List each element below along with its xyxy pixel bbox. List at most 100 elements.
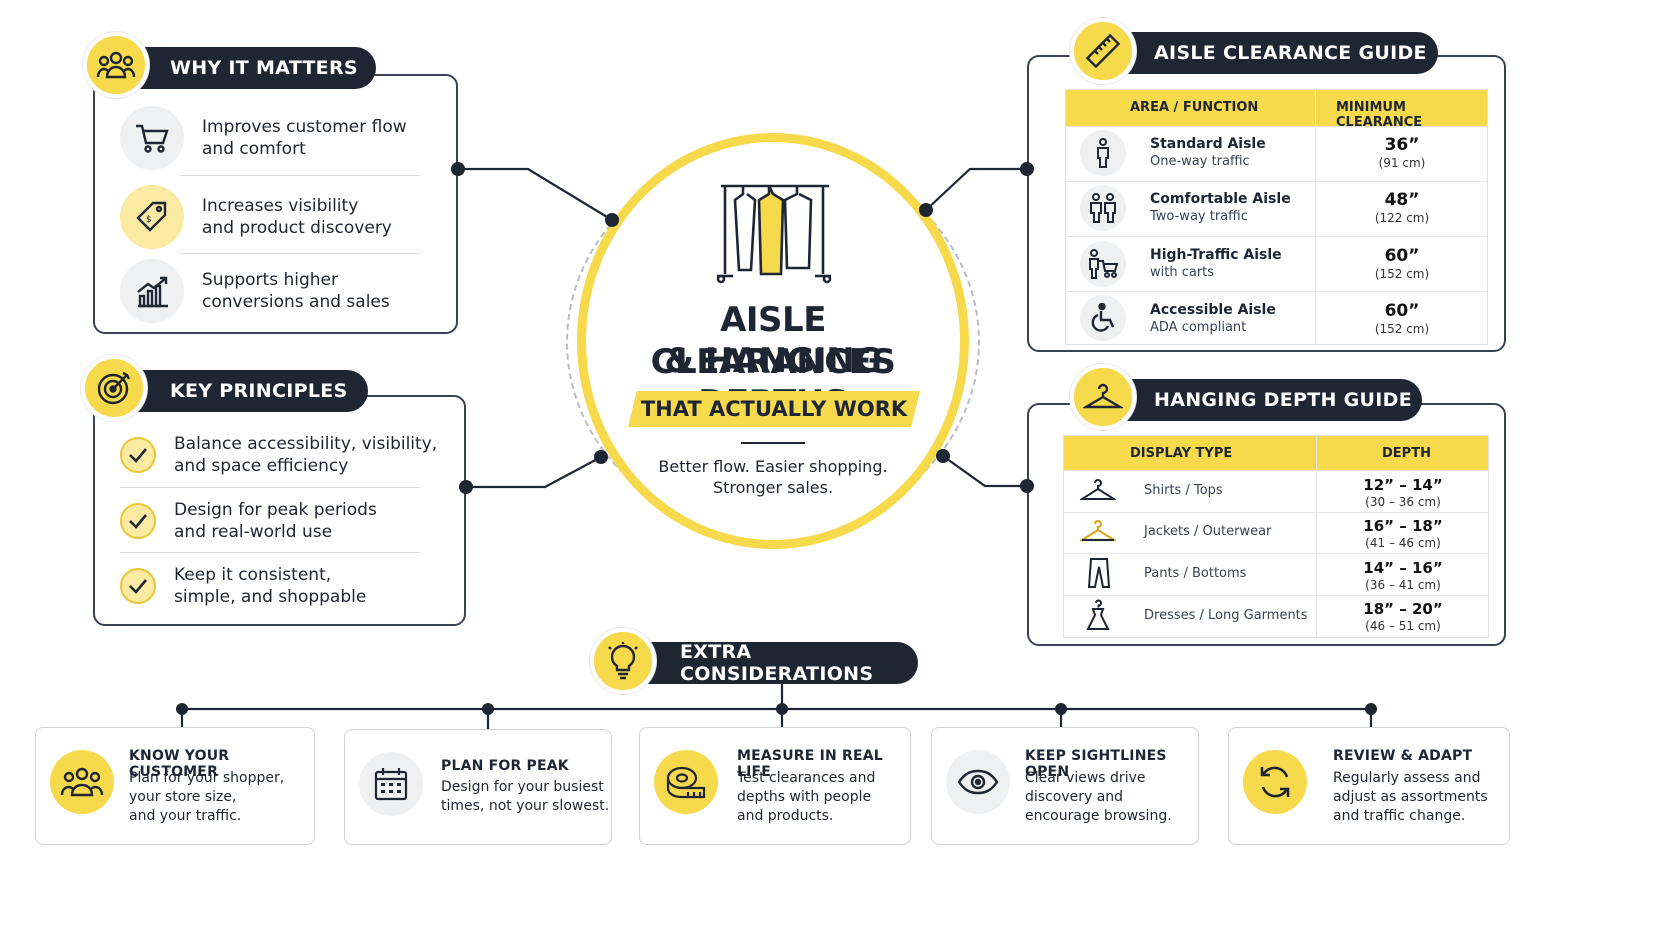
hanging-row-2-metric: (41 – 46 cm) xyxy=(1365,536,1441,550)
hanging-table: DISPLAY TYPE DEPTH Shirts / Tops 12” – 1… xyxy=(1063,435,1489,638)
card-2-line1: Design for your busiest xyxy=(441,779,604,795)
tape-measure-icon xyxy=(654,750,718,814)
column-divider xyxy=(1316,436,1317,637)
card-5-title: REVIEW & ADAPT xyxy=(1333,748,1473,764)
subtitle-banner-text: THAT ACTUALLY WORK xyxy=(640,397,908,421)
aisle-row-3-metric: (152 cm) xyxy=(1374,267,1430,281)
card-3-title: MEASURE IN REAL LIFE xyxy=(737,748,883,780)
eye-icon xyxy=(946,750,1010,814)
principle-2-line1: Design for peak periods xyxy=(174,500,377,520)
card-1-line1: Plan for your shopper, xyxy=(129,770,285,786)
hanging-row-1-value: 12” – 14” xyxy=(1363,476,1443,494)
hanging-row-4-name: Dresses / Long Garments xyxy=(1144,608,1308,623)
why-item-1-line2: and comfort xyxy=(202,139,306,159)
growth-chart-icon xyxy=(120,259,184,323)
hanging-row-4-value: 18” – 20” xyxy=(1363,600,1443,618)
hanging-row-2 xyxy=(1064,512,1488,553)
card-keep-sightlines-open: KEEP SIGHTLINES OPEN Clear views drive d… xyxy=(931,727,1199,845)
connector-node xyxy=(1020,479,1034,493)
why-item-1-line1: Improves customer flow xyxy=(202,117,407,137)
aisle-row-3-sub: with carts xyxy=(1150,265,1215,280)
column-divider xyxy=(1315,90,1316,344)
why-item-2-line1: Increases visibility xyxy=(202,196,359,216)
aisle-row-1-name: Standard Aisle xyxy=(1150,136,1266,152)
aisle-row-4-sub: ADA compliant xyxy=(1150,320,1247,335)
card-3-line1: Test clearances and xyxy=(737,770,876,786)
card-review-and-adapt: REVIEW & ADAPT Regularly assess and adju… xyxy=(1228,727,1510,845)
connector-node xyxy=(936,449,950,463)
aisle-row-2 xyxy=(1066,181,1487,236)
connector-node xyxy=(594,450,608,464)
people-group-icon xyxy=(50,750,114,814)
connector-node xyxy=(451,162,465,176)
lightbulb-badge-icon xyxy=(590,628,656,694)
principle-3-line2: simple, and shoppable xyxy=(174,587,367,607)
hanging-table-header: DISPLAY TYPE DEPTH xyxy=(1064,436,1488,470)
aisle-row-4 xyxy=(1066,291,1487,344)
aisle-row-1 xyxy=(1066,126,1487,181)
extra-considerations-header: EXTRA CONSIDERATIONS xyxy=(608,641,918,685)
aisle-row-4-metric: (152 cm) xyxy=(1374,322,1430,336)
aisle-row-4-value: 60” xyxy=(1384,301,1420,321)
connector-node xyxy=(605,213,619,227)
divider xyxy=(180,175,420,176)
calendar-icon xyxy=(359,752,423,816)
aisle-table-header: AREA / FUNCTION MINIMUM CLEARANCE xyxy=(1066,90,1487,130)
aisle-row-3-name: High-Traffic Aisle xyxy=(1150,247,1282,263)
divider xyxy=(741,442,805,444)
aisle-col-area: AREA / FUNCTION xyxy=(1130,100,1259,115)
card-1-title: KNOW YOUR CUSTOMER xyxy=(129,748,230,780)
hanging-row-3-name: Pants / Bottoms xyxy=(1144,566,1247,581)
aisle-table: AREA / FUNCTION MINIMUM CLEARANCE Standa… xyxy=(1065,89,1488,345)
divider xyxy=(120,552,420,553)
target-badge-icon xyxy=(81,355,147,421)
card-2-line2: times, not your slowest. xyxy=(441,798,610,814)
card-1-line3: and your traffic. xyxy=(129,808,242,824)
why-item-3-line1: Supports higher xyxy=(202,270,338,290)
principle-item-3: Keep it consistent,simple, and shoppable xyxy=(120,564,444,608)
person-with-cart-icon xyxy=(1080,241,1126,287)
connector-node xyxy=(919,203,933,217)
checkmark-icon xyxy=(120,437,156,473)
hanging-col-depth: DEPTH xyxy=(1382,446,1431,461)
wheelchair-icon xyxy=(1080,295,1126,341)
principle-2-line2: and real-world use xyxy=(174,522,333,542)
hanging-guide-header: HANGING DEPTH GUIDE xyxy=(1082,379,1422,421)
price-tag-icon: $ xyxy=(120,185,184,249)
subtitle-banner: THAT ACTUALLY WORK xyxy=(628,391,920,427)
card-3-line3: and products. xyxy=(737,808,834,824)
card-4-title: KEEP SIGHTLINES OPEN xyxy=(1025,748,1167,780)
checkmark-icon xyxy=(120,503,156,539)
checkmark-icon xyxy=(120,568,156,604)
principle-item-1: Balance accessibility, visibility,and sp… xyxy=(120,433,444,477)
hanger-yellow-icon xyxy=(1080,519,1116,542)
aisle-row-3-value: 60” xyxy=(1384,246,1420,266)
tagline-line2: Stronger sales. xyxy=(712,478,834,497)
principle-3-line1: Keep it consistent, xyxy=(174,565,332,585)
principle-1-line1: Balance accessibility, visibility, xyxy=(174,434,438,454)
dress-hanger-icon xyxy=(1086,599,1110,630)
hanging-row-2-name: Jackets / Outerwear xyxy=(1144,524,1272,539)
two-people-icon xyxy=(1080,185,1126,231)
card-1-line2: your store size, xyxy=(129,789,237,805)
why-item-3-line2: conversions and sales xyxy=(202,292,390,312)
aisle-row-2-value: 48” xyxy=(1384,190,1420,210)
divider xyxy=(180,253,420,254)
divider xyxy=(120,487,420,488)
main-title-line1: AISLE CLEARANCES xyxy=(650,300,896,382)
aisle-guide-title: AISLE CLEARANCE GUIDE xyxy=(1154,42,1427,64)
aisle-row-3 xyxy=(1066,236,1487,291)
card-5-line1: Regularly assess and xyxy=(1333,770,1481,786)
connector-node xyxy=(459,480,473,494)
hanging-col-type: DISPLAY TYPE xyxy=(1130,446,1233,461)
hanging-row-3-metric: (36 – 41 cm) xyxy=(1365,578,1441,592)
hanging-row-1-name: Shirts / Tops xyxy=(1144,483,1223,498)
hanger-badge-icon xyxy=(1070,364,1136,430)
card-know-your-customer: KNOW YOUR CUSTOMER Plan for your shopper… xyxy=(35,727,315,845)
tagline-line1: Better flow. Easier shopping. xyxy=(658,457,888,476)
extra-considerations-title: EXTRA CONSIDERATIONS xyxy=(680,641,874,685)
people-group-badge-icon xyxy=(83,32,149,98)
